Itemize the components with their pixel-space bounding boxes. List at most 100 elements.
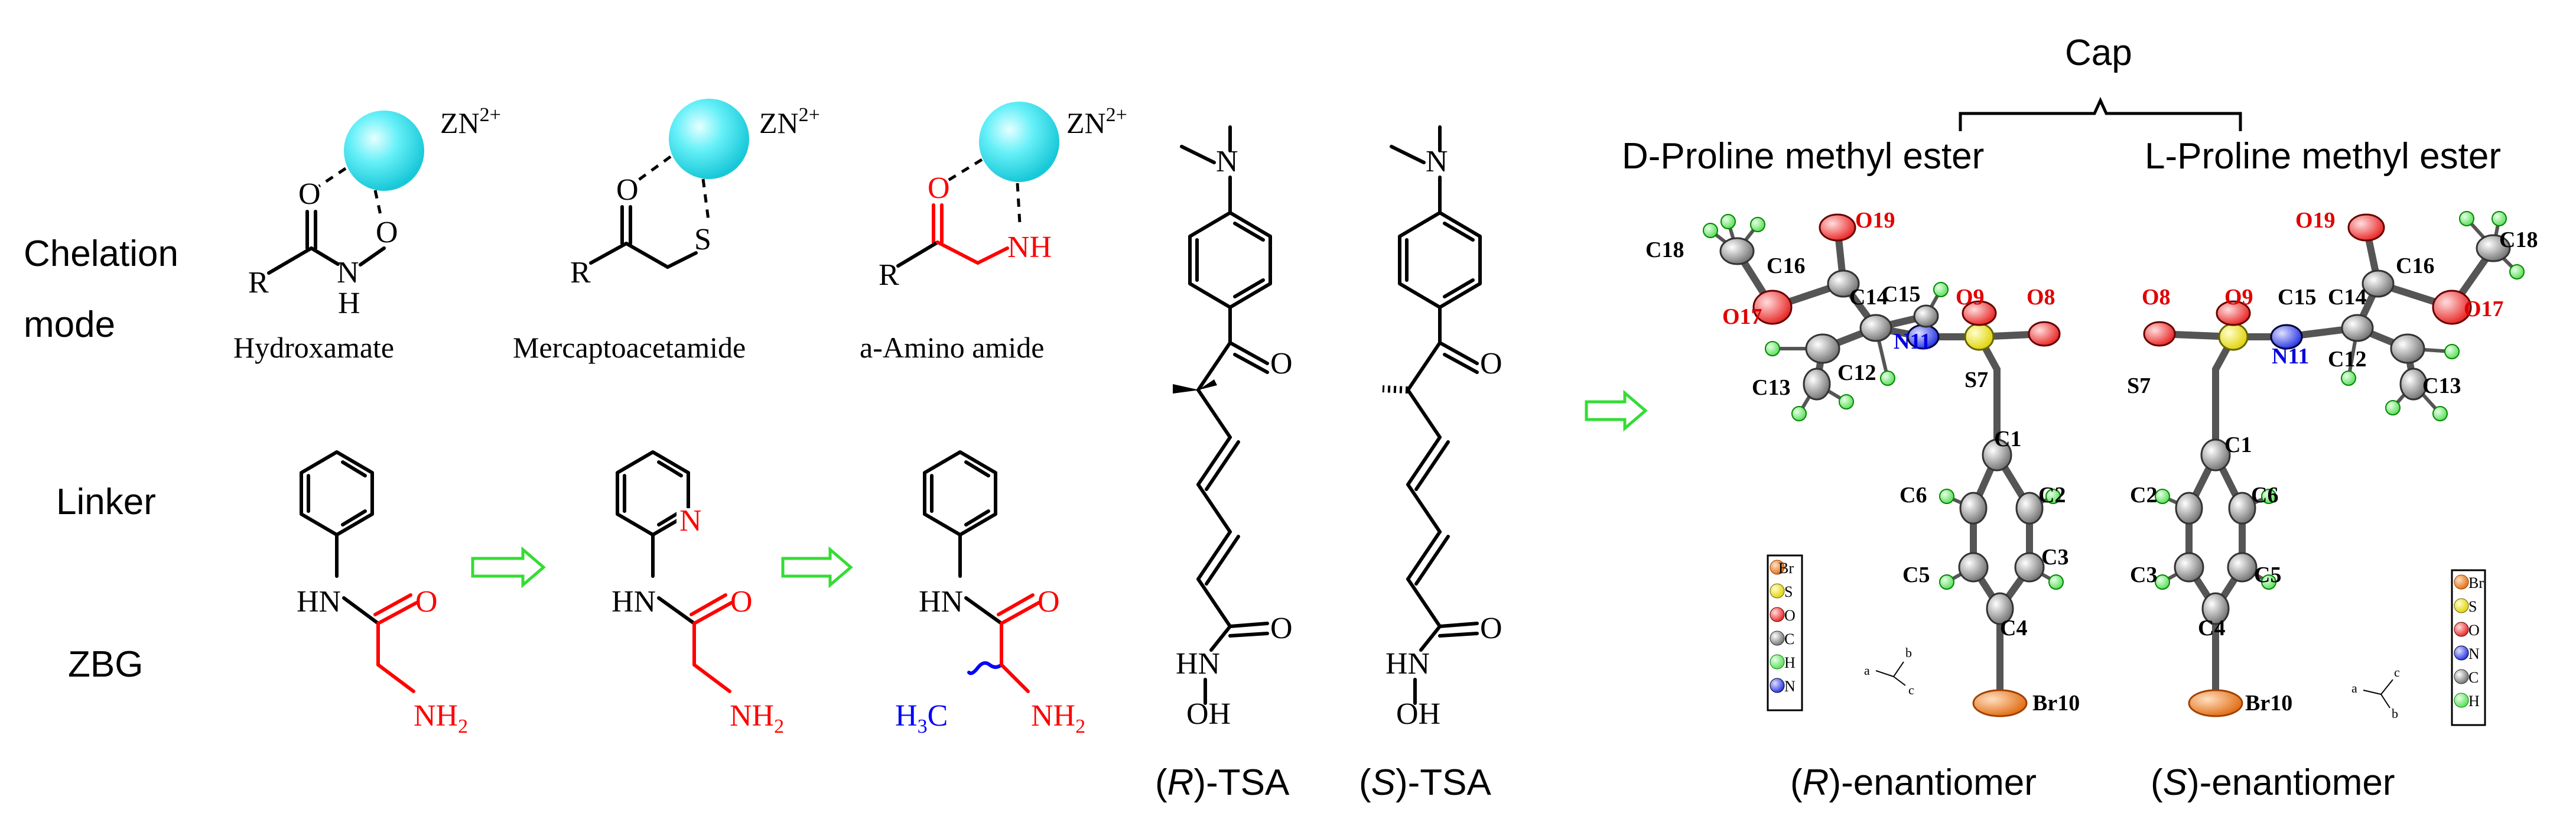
svg-text:c: c [2394, 665, 2400, 680]
svg-text:HN: HN [297, 585, 341, 619]
svg-text:C: C [2468, 669, 2479, 686]
svg-text:H: H [338, 287, 360, 320]
svg-text:O19: O19 [2295, 208, 2336, 233]
svg-text:O19: O19 [1855, 208, 1895, 233]
svg-text:Br10: Br10 [2245, 691, 2292, 716]
svg-text:NH: NH [1007, 230, 1052, 264]
svg-text:C14: C14 [1849, 285, 1888, 310]
svg-text:O: O [1784, 607, 1796, 624]
zinc-ion-1 [344, 110, 424, 191]
svg-text:a: a [2351, 681, 2357, 696]
svg-text:Br10: Br10 [2032, 691, 2080, 716]
svg-text:N11: N11 [2272, 344, 2309, 369]
zinc-ion-3 [979, 102, 1059, 182]
svg-text:O: O [616, 173, 639, 207]
svg-text:N: N [2468, 645, 2480, 662]
svg-text:S7: S7 [1964, 368, 1988, 392]
svg-text:C: C [1784, 630, 1794, 648]
svg-text:C2: C2 [2038, 483, 2066, 508]
svg-text:O: O [730, 585, 753, 619]
svg-text:C1: C1 [2224, 433, 2252, 457]
svg-text:C6: C6 [1900, 483, 1927, 508]
zinc-ion-2 [669, 99, 749, 179]
svg-text:C13: C13 [2422, 373, 2461, 398]
svg-text:O17: O17 [1722, 304, 1762, 329]
row-label-chelation: Chelation [24, 233, 178, 274]
svg-text:HN: HN [919, 585, 963, 619]
left-title: D-Proline methyl ester [1622, 136, 1984, 177]
svg-text:NH2: NH2 [1031, 699, 1085, 737]
svg-text:O: O [1480, 347, 1502, 381]
legend-right: Br S O N C H [2451, 569, 2486, 726]
svg-text:O8: O8 [2027, 285, 2055, 310]
svg-text:HN: HN [1385, 647, 1430, 681]
svg-text:O: O [1480, 612, 1502, 645]
svg-text:C14: C14 [2328, 285, 2366, 310]
s-tsa-label: (S)-TSA [1359, 762, 1492, 803]
hydroxamate-structure: ZN2+ O R N H O Hydroxamate [233, 104, 501, 364]
svg-text:S: S [2468, 598, 2477, 615]
mercaptoacetamide-structure: ZN2+ O R S Mercaptoacetamide [513, 99, 820, 364]
chelation-name-amino-amide: a-Amino amide [860, 331, 1044, 364]
svg-text:C12: C12 [1837, 360, 1876, 385]
right-panel: Cap D-Proline methyl ester L-Proline met… [1622, 32, 2538, 803]
svg-text:H: H [1784, 654, 1796, 671]
svg-text:R: R [570, 256, 591, 290]
svg-text:HN: HN [1176, 647, 1220, 681]
middle-panel: N O O HN OH (R)-TSA [1155, 125, 1648, 803]
svg-text:C4: C4 [2198, 616, 2225, 641]
s-tsa-structure: N O O HN OH (S)-TSA [1359, 125, 1502, 803]
svg-text:O: O [376, 216, 398, 249]
s-crystal-structure: C18 C16 O19 C14 C15 O17 N11 O9 O8 C13 C1… [2127, 208, 2538, 726]
svg-text:S: S [1784, 583, 1793, 600]
svg-text:O9: O9 [1956, 285, 1985, 310]
svg-text:Br: Br [1778, 560, 1794, 577]
linker-structure-3: HN O H3C NH2 [895, 450, 1085, 737]
r-enantiomer-caption: (R)-enantiomer [1790, 762, 2037, 803]
svg-text:c: c [1908, 682, 1914, 697]
svg-text:R: R [879, 258, 899, 292]
row-label-mode: mode [24, 304, 115, 345]
svg-text:N: N [679, 504, 702, 538]
svg-text:C15: C15 [1882, 282, 1920, 307]
svg-text:C6: C6 [2251, 483, 2278, 508]
svg-text:N: N [1216, 145, 1238, 178]
svg-text:C15: C15 [2278, 285, 2316, 310]
amino-amide-structure: ZN2+ O R NH a-Amino amide [860, 102, 1127, 364]
svg-text:O: O [928, 171, 950, 205]
svg-text:C4: C4 [2000, 616, 2027, 641]
svg-text:ZN2+: ZN2+ [440, 104, 501, 139]
svg-text:R: R [248, 266, 269, 300]
r-tsa-label: (R)-TSA [1155, 762, 1290, 803]
r-tsa-structure: N O O HN OH (R)-TSA [1155, 125, 1293, 803]
cap-label: Cap [2065, 32, 2132, 73]
svg-text:H3C: H3C [895, 699, 948, 737]
svg-text:O: O [415, 585, 438, 619]
legend-left: Br S O C H N [1767, 554, 1803, 711]
svg-text:O: O [1270, 612, 1293, 645]
linker-structure-2: N HN O NH2 [612, 450, 784, 737]
svg-text:O9: O9 [2224, 285, 2253, 310]
svg-text:Br: Br [2468, 574, 2484, 592]
svg-text:ZN2+: ZN2+ [759, 104, 820, 139]
svg-text:H: H [2468, 693, 2480, 710]
svg-text:C5: C5 [1902, 563, 1930, 587]
svg-text:C5: C5 [2254, 563, 2281, 587]
svg-text:C16: C16 [1767, 254, 1805, 278]
axes-right: a c b [2351, 665, 2400, 721]
svg-text:S7: S7 [2127, 373, 2151, 398]
axes-left: a b c [1864, 645, 1914, 697]
svg-text:b: b [2392, 706, 2398, 721]
svg-text:N: N [337, 256, 359, 290]
svg-text:O8: O8 [2142, 285, 2171, 310]
svg-text:O: O [1270, 347, 1293, 381]
svg-text:HN: HN [612, 585, 656, 619]
svg-text:N: N [1426, 145, 1448, 178]
svg-text:C16: C16 [2396, 254, 2434, 278]
right-title: L-Proline methyl ester [2145, 136, 2501, 177]
svg-text:C18: C18 [2499, 228, 2538, 252]
svg-text:C13: C13 [1752, 375, 1790, 400]
svg-text:a: a [1864, 663, 1870, 678]
svg-text:C18: C18 [1645, 238, 1684, 262]
